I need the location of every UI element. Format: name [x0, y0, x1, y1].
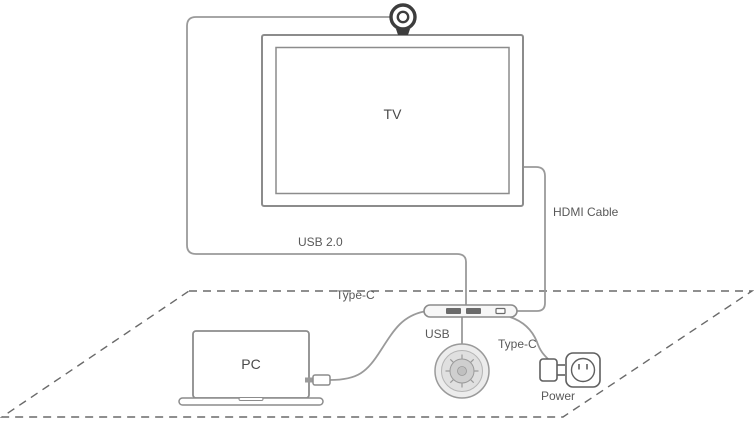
hdmi-cable-label: HDMI Cable [553, 205, 619, 219]
camera-mount [396, 29, 410, 35]
power-outlet-socket [570, 357, 596, 383]
speakerphone-device [434, 343, 490, 399]
hub-type-c-port [495, 307, 506, 315]
usb-connector-plug [312, 374, 331, 386]
type-c-pc-cable-line [329, 310, 425, 381]
hdmi-cable-line [517, 166, 546, 312]
usb-connector-tip [305, 377, 313, 383]
laptop-device [178, 330, 331, 406]
power-outlet-icon [565, 352, 601, 388]
tv-screen [275, 46, 510, 195]
power-label: Power [541, 389, 576, 403]
camera-lens [396, 10, 410, 24]
speakerphone-center-dot [457, 366, 467, 376]
hub-usb-port-1 [446, 308, 461, 314]
usb-speakerphone-label: USB [425, 327, 450, 341]
pc-label: PC [241, 356, 261, 372]
speakerphone-tick-marks [445, 354, 479, 388]
usb-hub-device [423, 304, 518, 318]
tv-label: TV [383, 106, 402, 122]
power-plug-icon [539, 358, 565, 382]
camera-icon [389, 3, 417, 35]
table-surface-outline [0, 290, 754, 418]
laptop-notch [238, 397, 264, 401]
hub-usb-port-2 [466, 308, 481, 314]
type-c-power-label: Type-C [498, 337, 537, 351]
power-plug-body [539, 358, 558, 382]
usb-2-0-cable-label: USB 2.0 [298, 235, 343, 249]
type-c-power-cable-line [509, 316, 549, 360]
tv-display [261, 34, 524, 207]
usb-2-0-cable-line [186, 16, 467, 306]
type-c-pc-label: Type-C [336, 288, 375, 302]
